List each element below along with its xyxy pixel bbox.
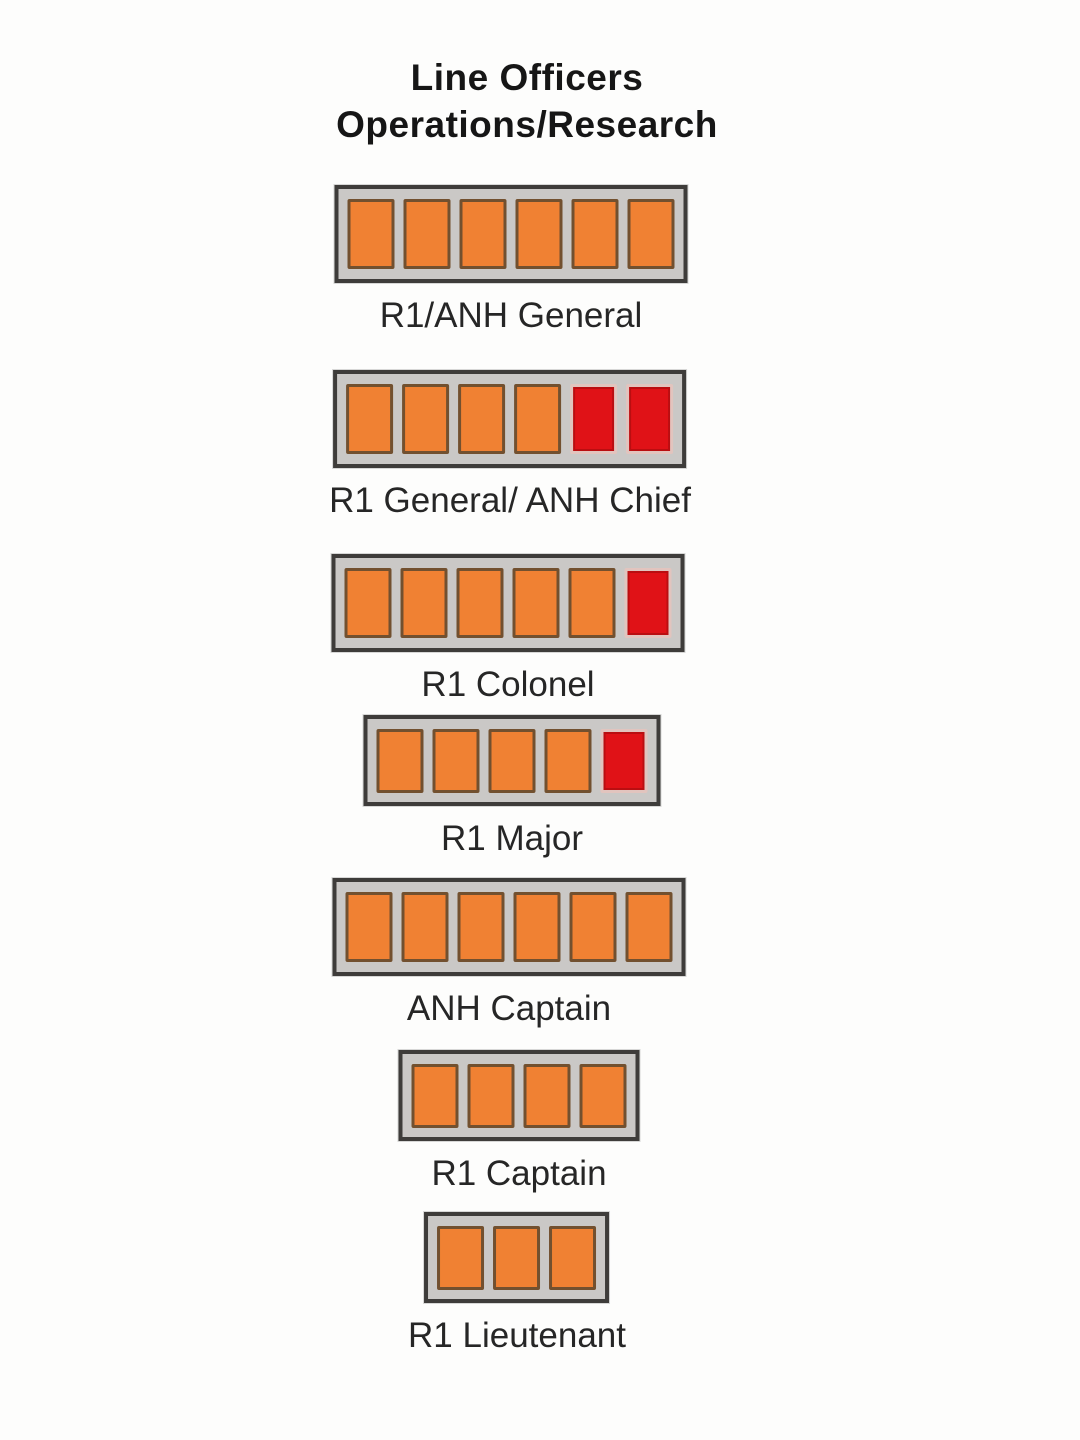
orange-rank-square (401, 892, 449, 962)
orange-rank-square (467, 1063, 515, 1128)
orange-rank-square (579, 1063, 627, 1128)
orange-rank-square (513, 892, 561, 962)
rank-row-r1-major: R1 Major (363, 715, 661, 859)
red-rank-square (600, 728, 648, 793)
orange-rank-square (411, 1063, 459, 1128)
orange-rank-square (344, 568, 392, 638)
orange-rank-square (523, 1063, 571, 1128)
orange-rank-square (458, 384, 506, 454)
rank-label: R1 Captain (431, 1154, 607, 1193)
rank-row-anh-captain: ANH Captain (332, 878, 686, 1029)
rank-badge (333, 370, 687, 468)
orange-rank-square (437, 1225, 485, 1290)
orange-rank-square (512, 568, 560, 638)
orange-rank-square (432, 728, 480, 793)
orange-rank-square (346, 384, 394, 454)
orange-rank-square (400, 568, 448, 638)
orange-rank-square (488, 728, 536, 793)
chart-title: Line Officers Operations/Research (336, 54, 718, 149)
rank-badge (363, 715, 661, 806)
red-rank-square (624, 568, 672, 638)
orange-rank-square (544, 728, 592, 793)
orange-rank-square (402, 384, 450, 454)
rank-badge (424, 1212, 610, 1303)
red-rank-square (570, 384, 618, 454)
chart-title-line2: Operations/Research (336, 104, 718, 146)
orange-rank-square (625, 892, 673, 962)
rank-badge (331, 554, 685, 652)
orange-rank-square (347, 199, 395, 269)
rank-label: R1/ANH General (379, 296, 643, 335)
orange-rank-square (459, 199, 507, 269)
rank-label: R1 Lieutenant (408, 1316, 626, 1355)
rank-row-r1-lieutenant: R1 Lieutenant (408, 1212, 626, 1356)
orange-rank-square (457, 892, 505, 962)
orange-rank-square (549, 1225, 597, 1290)
rank-badge (334, 185, 688, 283)
orange-rank-square (456, 568, 504, 638)
rank-row-r1-captain: R1 Captain (398, 1050, 640, 1194)
rank-badge (398, 1050, 640, 1141)
rank-badge (332, 878, 686, 976)
rank-label: R1 General/ ANH Chief (329, 481, 691, 520)
rank-label: ANH Captain (406, 989, 612, 1028)
chart-title-line1: Line Officers (410, 57, 644, 98)
orange-rank-square (493, 1225, 541, 1290)
orange-rank-square (571, 199, 619, 269)
red-rank-square (626, 384, 674, 454)
orange-rank-square (569, 892, 617, 962)
orange-rank-square (376, 728, 424, 793)
orange-rank-square (627, 199, 675, 269)
orange-rank-square (345, 892, 393, 962)
orange-rank-square (568, 568, 616, 638)
orange-rank-square (403, 199, 451, 269)
orange-rank-square (514, 384, 562, 454)
orange-rank-square (515, 199, 563, 269)
rank-label: R1 Colonel (421, 665, 595, 704)
rank-row-r1-anh-general: R1/ANH General (334, 185, 688, 336)
rank-row-r1-general-anh-chief: R1 General/ ANH Chief (329, 370, 691, 521)
rank-label: R1 Major (441, 819, 583, 858)
rank-row-r1-colonel: R1 Colonel (331, 554, 685, 705)
